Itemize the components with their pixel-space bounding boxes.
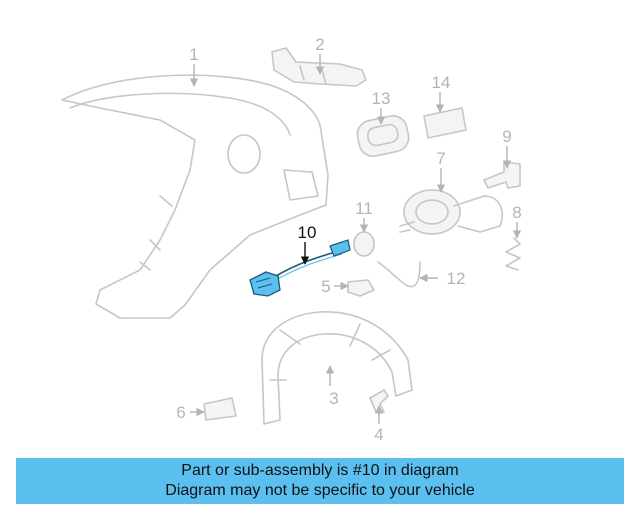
callout-5: 5: [321, 277, 330, 296]
part-11-cap: [353, 231, 375, 257]
callout-9: 9: [502, 127, 511, 146]
info-banner: Part or sub-assembly is #10 in diagram D…: [16, 458, 624, 504]
banner-line-2: Diagram may not be specific to your vehi…: [165, 482, 475, 499]
callout-2: 2: [315, 35, 324, 54]
part-8-spring: [505, 237, 521, 271]
callout-13: 13: [372, 89, 391, 108]
callout-1: 1: [189, 45, 198, 64]
parts-diagram: 1 2 3 4 5 6 7 8 9 10 11 12 13 14: [61, 35, 522, 444]
part-12-hose: [377, 261, 421, 288]
callout-14: 14: [432, 73, 451, 92]
callout-12: 12: [447, 269, 466, 288]
part-13-grommet: [356, 115, 410, 157]
banner-line-1: Part or sub-assembly is #10 in diagram: [181, 462, 459, 479]
part-7-fuel-door: [399, 189, 504, 235]
part-1-quarter-panel: [61, 74, 329, 319]
callout-11: 11: [355, 199, 373, 218]
part-9-latch: [483, 161, 521, 189]
part-5-clip: [347, 279, 375, 297]
callout-3: 3: [329, 389, 338, 408]
leaders: [189, 54, 522, 424]
callout-7: 7: [436, 149, 445, 168]
part-6-bracket: [203, 397, 237, 421]
part-14-pad: [423, 107, 467, 139]
callout-10: 10: [298, 223, 317, 242]
part-10-fuel-lid-cable: [249, 239, 351, 297]
part-3-liner: [261, 311, 413, 425]
callout-8: 8: [512, 203, 521, 222]
callout-6: 6: [176, 403, 185, 422]
callout-4: 4: [374, 425, 383, 444]
